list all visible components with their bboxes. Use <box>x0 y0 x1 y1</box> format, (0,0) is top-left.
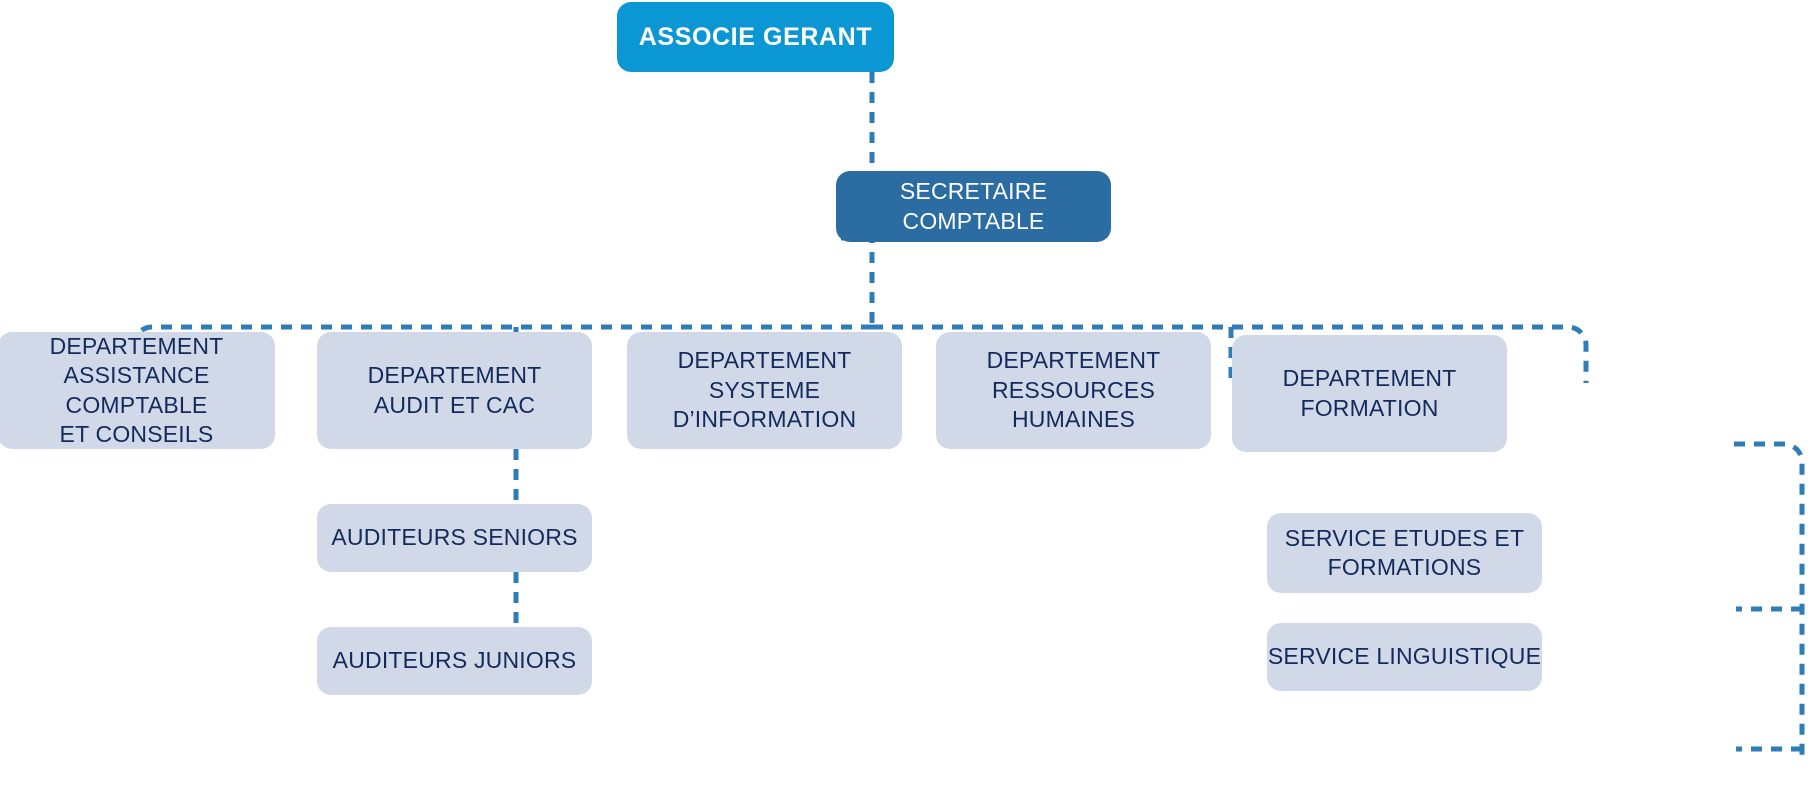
node-departement-ressources-humaines[interactable]: DEPARTEMENT RESSOURCES HUMAINES <box>936 332 1211 449</box>
node-auditeurs-juniors[interactable]: AUDITEURS JUNIORS <box>317 627 592 695</box>
node-departement-audit-et-cac[interactable]: DEPARTEMENT AUDIT ET CAC <box>317 332 592 449</box>
node-departement-assistance-comptable-et-conseils[interactable]: DEPARTEMENT ASSISTANCE COMPTABLE ET CONS… <box>0 332 275 449</box>
node-service-linguistique[interactable]: SERVICE LINGUISTIQUE <box>1267 623 1542 691</box>
node-departement-systeme-d-information[interactable]: DEPARTEMENT SYSTEME D’INFORMATION <box>627 332 902 449</box>
node-departement-formation[interactable]: DEPARTEMENT FORMATION <box>1232 335 1507 452</box>
node-auditeurs-seniors[interactable]: AUDITEURS SENIORS <box>317 504 592 572</box>
node-service-etudes-et-formations[interactable]: SERVICE ETUDES ET FORMATIONS <box>1267 513 1542 593</box>
node-associe-gerant[interactable]: ASSOCIE GERANT <box>617 2 894 72</box>
node-secretaire-comptable[interactable]: SECRETAIRE COMPTABLE <box>836 171 1111 242</box>
edge-dept5-spine <box>1734 441 1805 760</box>
